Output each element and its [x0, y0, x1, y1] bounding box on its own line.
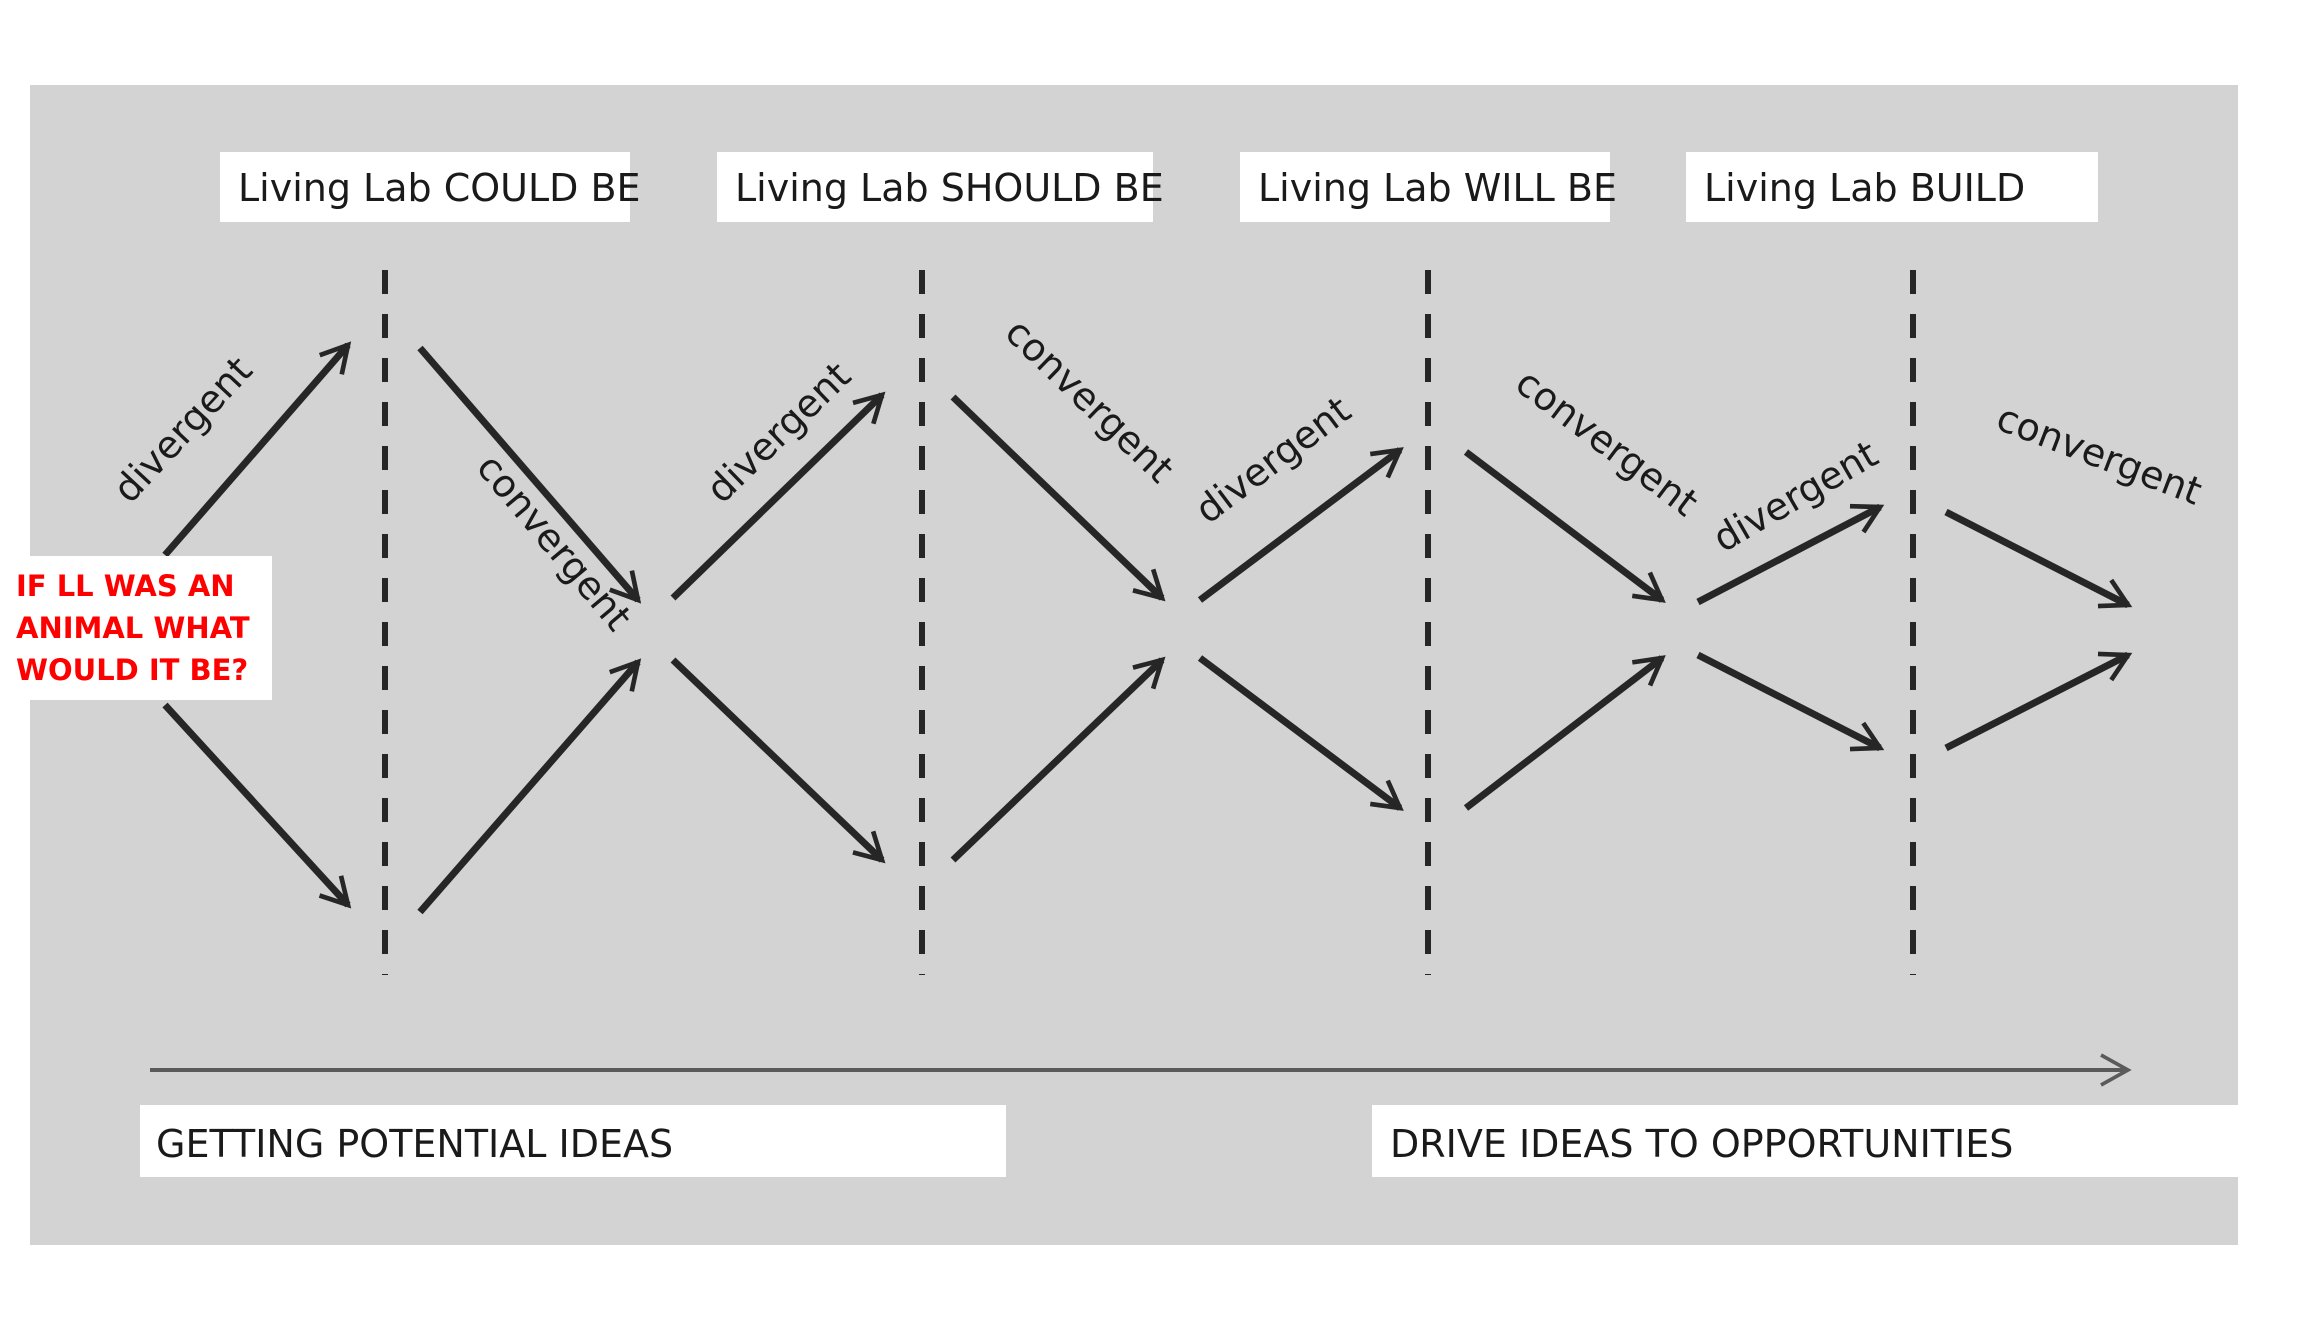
diverge-arrow-upper-3	[1197, 447, 1404, 603]
stage-title-box-could-be: Living Lab COULD BE	[220, 152, 641, 222]
stage-title-box-should-be: Living Lab SHOULD BE	[717, 152, 1164, 222]
converge-arrow-lower-1	[417, 658, 642, 915]
converge-arrow-lower-4	[1944, 651, 2133, 752]
diverge-arrow-lower-4	[1696, 651, 1885, 752]
converge-arrow-lower-3	[1463, 655, 1666, 811]
converge-arrow-upper-2	[950, 394, 1166, 602]
question-line-2: ANIMAL WHAT	[16, 611, 250, 645]
diverge-arrow-upper-4	[1696, 503, 1885, 606]
question-line-3: WOULD IT BE?	[16, 653, 248, 687]
phase-label-getting-potential-ideas: GETTING POTENTIAL IDEAS	[156, 1122, 673, 1166]
phase-box-drive-ideas: DRIVE IDEAS TO OPPORTUNITIES	[1372, 1105, 2238, 1177]
converge-arrow-upper-4	[1944, 508, 2133, 609]
stage-title-will-be: Living Lab WILL BE	[1258, 166, 1617, 210]
phase-box-getting-potential-ideas: GETTING POTENTIAL IDEAS	[140, 1105, 1006, 1177]
converge-arrow-upper-3	[1463, 449, 1666, 603]
question-box: IF LL WAS AN ANIMAL WHAT WOULD IT BE?	[10, 556, 272, 700]
stage-title-box-will-be: Living Lab WILL BE	[1240, 152, 1617, 222]
diverge-arrow-upper-2	[670, 391, 886, 601]
diverge-arrow-upper-1	[162, 341, 352, 558]
stage-title-should-be: Living Lab SHOULD BE	[735, 166, 1164, 210]
stage-title-box-build: Living Lab BUILD	[1686, 152, 2098, 222]
stage-title-could-be: Living Lab COULD BE	[238, 166, 641, 210]
stage-title-build: Living Lab BUILD	[1704, 166, 2025, 210]
converge-arrow-upper-1	[417, 345, 642, 604]
converge-arrow-lower-2	[950, 656, 1166, 863]
question-line-1: IF LL WAS AN	[16, 569, 235, 603]
diverge-arrow-lower-1	[162, 702, 352, 909]
diverge-arrow-lower-3	[1197, 655, 1404, 811]
phase-label-drive-ideas: DRIVE IDEAS TO OPPORTUNITIES	[1390, 1122, 2013, 1166]
diverge-arrow-lower-2	[670, 657, 886, 864]
